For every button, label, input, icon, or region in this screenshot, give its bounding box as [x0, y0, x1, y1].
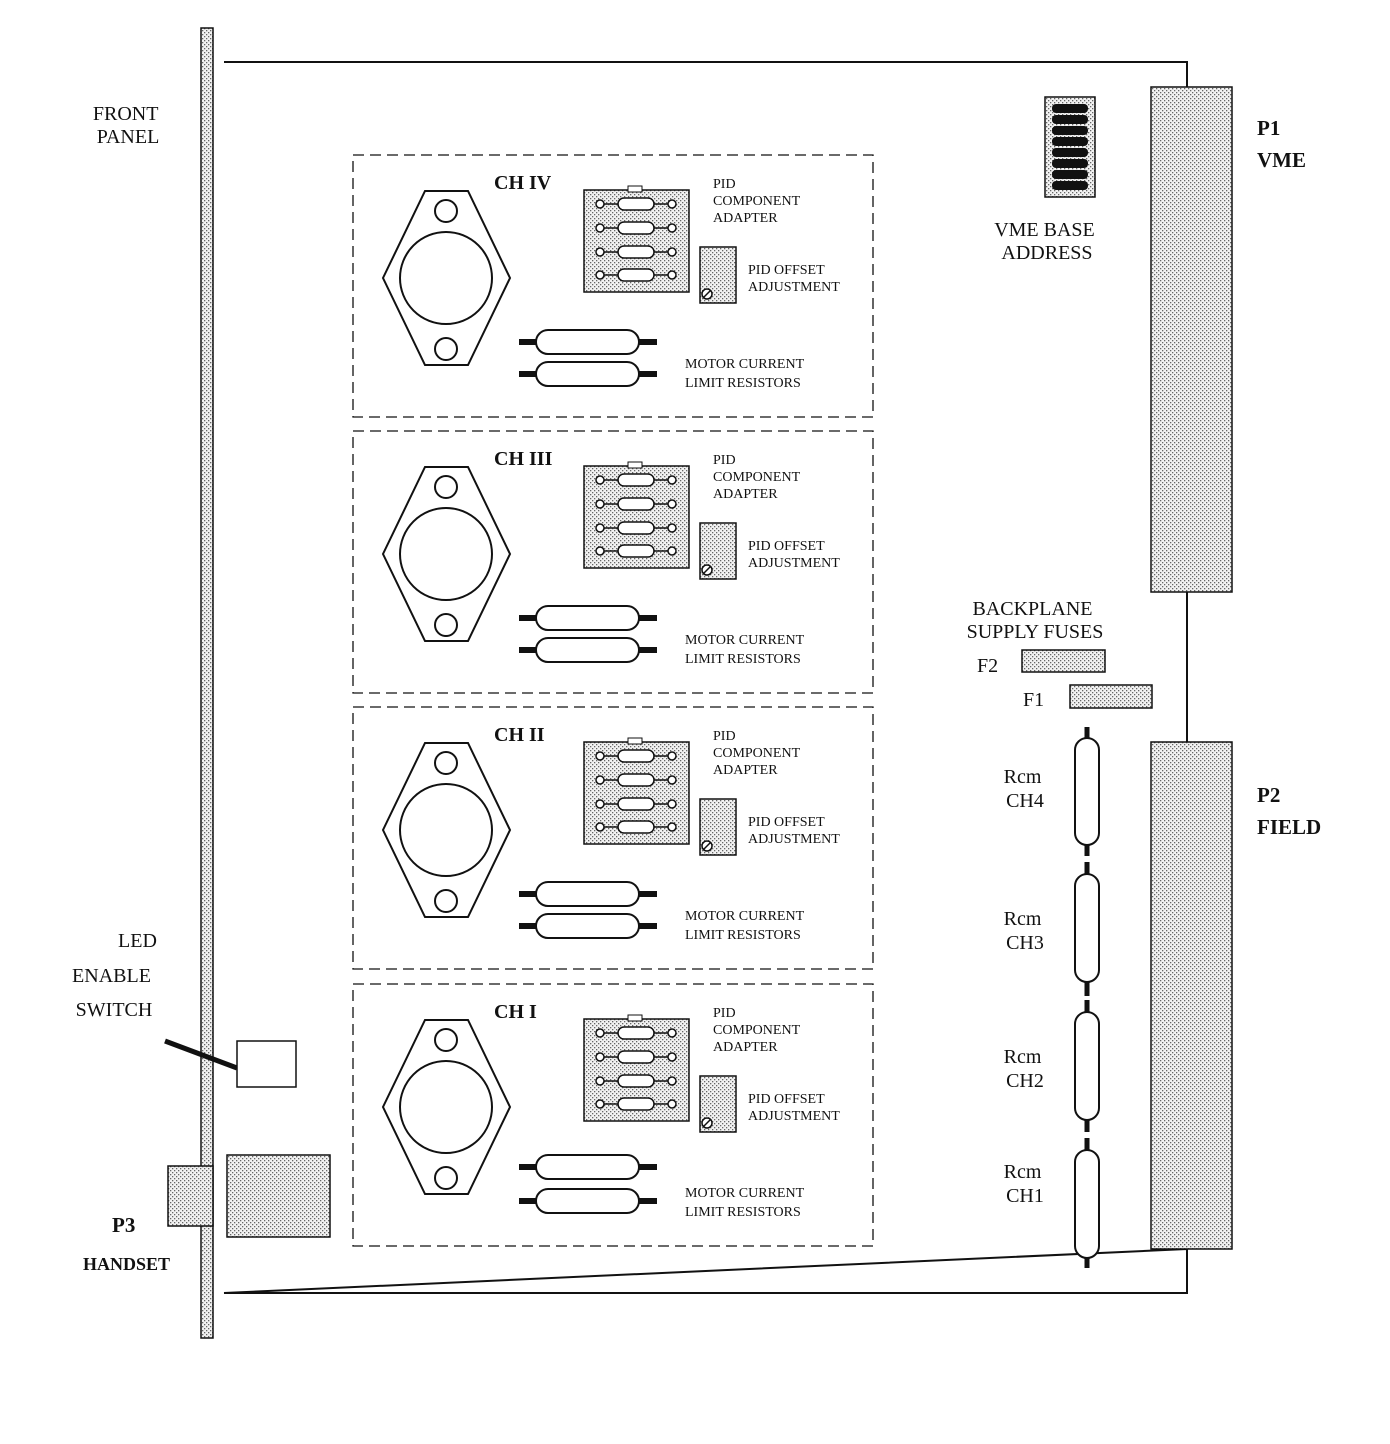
- p3-connector-outer: [167, 1165, 214, 1227]
- power-transistor: [381, 742, 512, 918]
- rcm-resistor-ch3: [1074, 862, 1100, 996]
- motor-current-limit-resistors: [519, 605, 657, 663]
- motor-current-limit-label: MOTOR CURRENT LIMIT RESISTORS: [685, 909, 807, 943]
- vme-base-address-label: VME BASE ADDRESS: [994, 219, 1100, 264]
- motor-current-limit-label: MOTOR CURRENT LIMIT RESISTORS: [685, 357, 807, 391]
- rcm-ch1-label: Rcm CH1: [1004, 1161, 1047, 1207]
- front-panel-strip: [200, 27, 214, 1339]
- channel-title: CH III: [494, 448, 553, 470]
- channel-section-ch-iii: CH III PID COMPONENT ADAPTER: [352, 430, 874, 694]
- p1-label: P1 VME: [1257, 116, 1306, 172]
- pid-offset-potentiometer: [699, 522, 737, 580]
- rcm-resistor-ch2: [1074, 1000, 1100, 1132]
- channel-title: CH II: [494, 724, 545, 746]
- motor-current-limit-label: MOTOR CURRENT LIMIT RESISTORS: [685, 1186, 807, 1220]
- rcm-ch3-label: Rcm CH3: [1004, 908, 1047, 954]
- motor-current-limit-resistors: [519, 881, 657, 939]
- board-outline: [223, 61, 1188, 1294]
- power-transistor: [381, 1019, 512, 1195]
- power-transistor: [381, 466, 512, 642]
- pid-offset-adjustment-label: PID OFFSET ADJUSTMENT: [748, 1092, 840, 1124]
- motor-current-limit-resistors: [519, 1154, 657, 1214]
- led-enable-switch: [236, 1040, 297, 1088]
- p2-connector: [1150, 741, 1233, 1250]
- pid-component-adapter-label: PID COMPONENT ADAPTER: [713, 1006, 803, 1055]
- fuse-f1-label: F1: [1023, 689, 1044, 711]
- p3-label: P3 HANDSET: [83, 1213, 170, 1274]
- rcm-ch4-label: Rcm CH4: [1004, 766, 1047, 812]
- pid-offset-adjustment-label: PID OFFSET ADJUSTMENT: [748, 815, 840, 847]
- p3-connector-inner: [226, 1154, 331, 1238]
- pid-component-adapter-label: PID COMPONENT ADAPTER: [713, 729, 803, 778]
- channel-title: CH I: [494, 1001, 537, 1023]
- pid-offset-adjustment-label: PID OFFSET ADJUSTMENT: [748, 539, 840, 571]
- pid-component-adapter: [583, 1014, 690, 1122]
- fuse-f2: [1021, 649, 1106, 673]
- p2-label: P2 FIELD: [1257, 783, 1321, 839]
- pid-component-adapter: [583, 185, 690, 293]
- pid-component-adapter-label: PID COMPONENT ADAPTER: [713, 453, 803, 502]
- led-switch-pointer: [164, 1038, 238, 1071]
- motor-current-limit-label: MOTOR CURRENT LIMIT RESISTORS: [685, 633, 807, 667]
- rcm-resistor-ch1: [1074, 1138, 1100, 1268]
- pid-component-adapter-label: PID COMPONENT ADAPTER: [713, 177, 803, 226]
- pid-component-adapter: [583, 461, 690, 569]
- motor-current-limit-resistors: [519, 329, 657, 387]
- pid-offset-adjustment-label: PID OFFSET ADJUSTMENT: [748, 263, 840, 295]
- vme-base-address-dip-switch: [1044, 96, 1096, 198]
- channel-title: CH IV: [494, 172, 552, 194]
- pid-offset-potentiometer: [699, 246, 737, 304]
- fuse-f1: [1069, 684, 1153, 709]
- front-panel-label: FRONT PANEL: [93, 103, 163, 148]
- channel-section-ch-iv: CH IV PID COMPONENT ADAPTER: [352, 154, 874, 418]
- channel-section-ch-i: CH I PID COMPONENT ADAPTER: [352, 983, 874, 1247]
- pid-component-adapter: [583, 737, 690, 845]
- p1-connector: [1150, 86, 1233, 593]
- pid-offset-potentiometer: [699, 1075, 737, 1133]
- led-enable-switch-label: LED ENABLE SWITCH: [72, 930, 162, 1021]
- rcm-ch2-label: Rcm CH2: [1004, 1046, 1047, 1092]
- pid-offset-potentiometer: [699, 798, 737, 856]
- rcm-resistor-ch4: [1074, 727, 1100, 856]
- backplane-fuses-label: BACKPLANE SUPPLY FUSES: [967, 598, 1104, 643]
- fuse-f2-label: F2: [977, 655, 998, 677]
- channel-section-ch-ii: CH II PID COMPONENT ADAPTER: [352, 706, 874, 970]
- power-transistor: [381, 190, 512, 366]
